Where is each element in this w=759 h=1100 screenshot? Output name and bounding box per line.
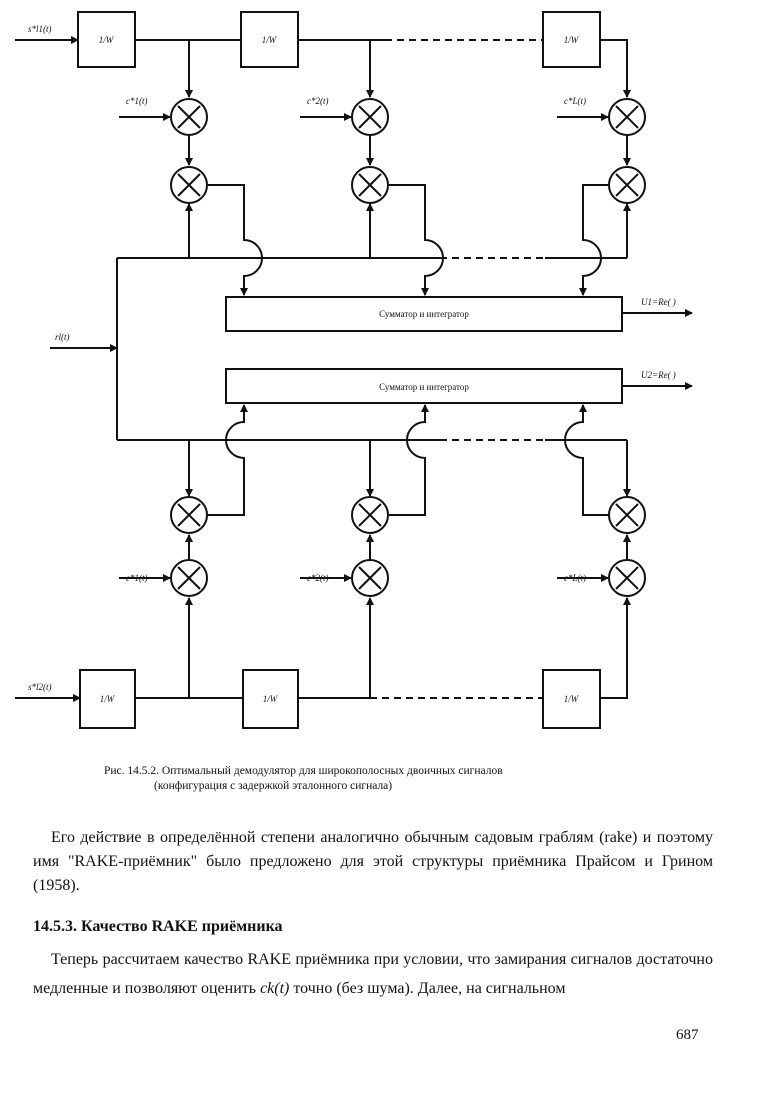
delay-label: 1/W (100, 694, 116, 704)
summator-box-1 (225, 296, 623, 332)
multiply-x-icon (358, 566, 382, 590)
coef-label: c*L(t) (564, 573, 586, 583)
wire (600, 39, 631, 98)
multiply-x-icon (615, 105, 639, 129)
input-label-r: rl(t) (55, 332, 70, 342)
summator-label-1: Сумматор и интегратор (379, 309, 469, 319)
coef-label: c*L(t) (564, 96, 586, 106)
paragraph-2: Теперь рассчитаем качество RAKE приёмник… (33, 945, 713, 1003)
math-ck-t: ck(t) (260, 980, 290, 997)
paragraph-1: Его действие в определённой степени анал… (33, 829, 713, 894)
section-heading: 14.5.3. Качество RAKE приёмника (33, 918, 283, 935)
multiply-x-icon (177, 566, 201, 590)
coef-label: c*2(t) (307, 96, 329, 106)
caption-line-1: Рис. 14.5.2. Оптимальный демодулятор для… (104, 765, 503, 777)
wire (600, 597, 631, 699)
figure-caption: Рис. 14.5.2. Оптимальный демодулятор для… (104, 764, 503, 794)
multiply-x-icon (177, 105, 201, 129)
multiply-x-icon (177, 503, 201, 527)
coef-label: c*1(t) (126, 573, 148, 583)
wires (15, 11, 693, 729)
caption-line-2: (конфигурация с задержкой эталонного сиг… (154, 780, 393, 792)
multiply-x-icon (615, 566, 639, 590)
summator-label-2: Сумматор и интегратор (379, 382, 469, 392)
summator-input-path (207, 404, 248, 516)
summator-input-path (388, 184, 444, 296)
delay-box (242, 669, 299, 729)
delay-label: 1/W (262, 35, 278, 45)
output-label-2: U2=Re( ) (641, 370, 676, 380)
coef-label: c*2(t) (307, 573, 329, 583)
summator-input-path (579, 184, 609, 296)
output-label-1: U1=Re( ) (641, 297, 676, 307)
delay-label: 1/W (564, 694, 580, 704)
page-number: 687 (676, 1027, 699, 1043)
delay-label: 1/W (99, 35, 115, 45)
delay-label: 1/W (263, 694, 279, 704)
input-label-top: s*l1(t) (28, 24, 52, 34)
delay-box (542, 669, 601, 729)
summator-input-path (564, 404, 609, 516)
multiply-x-icon (615, 173, 639, 197)
multiply-x-icon (358, 503, 382, 527)
multiply-x-icon (358, 105, 382, 129)
rake-receiver-diagram: c*1(t) c*1(t) c*2(t) c*2(t) c*L(t) c*L(t) 1/W 1… (15, 11, 693, 729)
delay-label: 1/W (564, 35, 580, 45)
summator-input-path (388, 404, 429, 516)
multiply-x-icon (615, 503, 639, 527)
multiply-x-icon (358, 173, 382, 197)
summator-input-path (207, 184, 263, 296)
input-label-bottom: s*l2(t) (28, 682, 52, 692)
paragraph-2-text-b: точно (без шума). Далее, на сигнальном (289, 980, 566, 997)
multiply-x-icon (177, 173, 201, 197)
paragraph-2-text-a: Теперь рассчитаем качество RAKE приёмник… (33, 951, 713, 997)
coef-label: c*1(t) (126, 96, 148, 106)
